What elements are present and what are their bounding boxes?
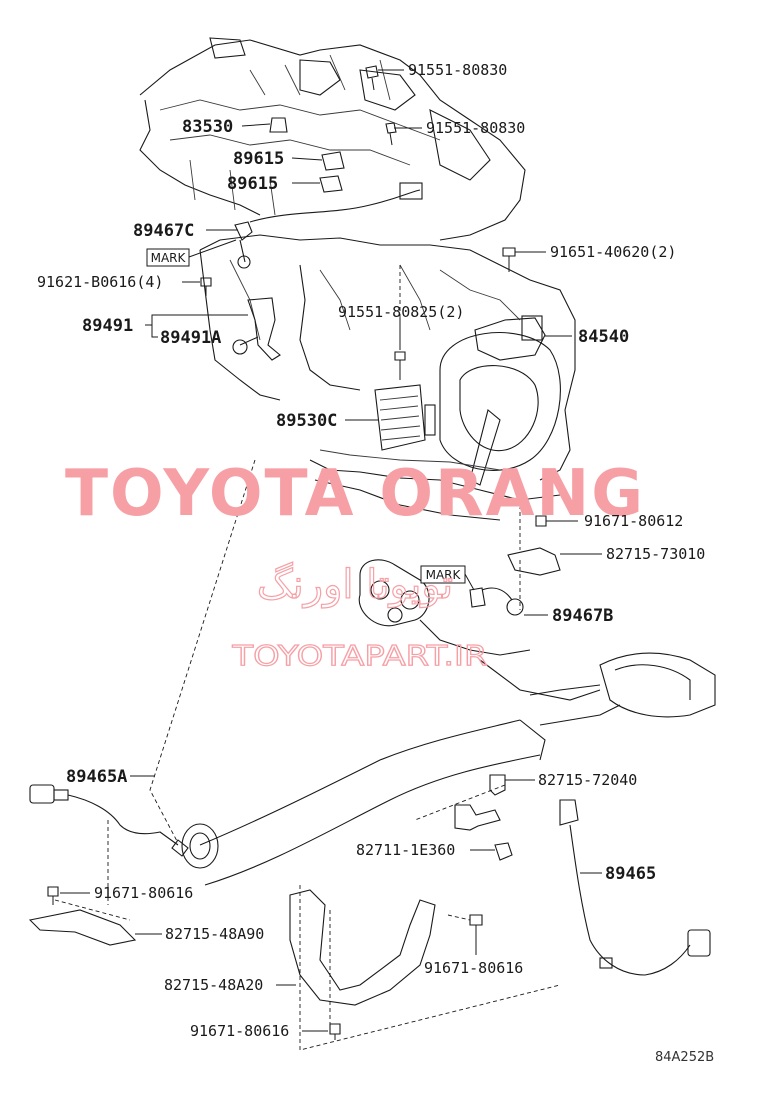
- engine-assembly-illustration: [139, 37, 576, 521]
- oxygen-sensor-89465-illustration: [454, 799, 711, 976]
- bolt-icon: [200, 277, 212, 296]
- bracket-82715-48A90-illustration: [28, 909, 137, 946]
- part-label: 89467C: [133, 221, 194, 241]
- bolt-icon: [469, 914, 483, 938]
- part-label: 91671-80612: [584, 512, 683, 530]
- knock-sensor-illustration: [269, 117, 345, 193]
- part-label: 91551-80830: [408, 61, 507, 79]
- part-label: 89615: [233, 149, 284, 169]
- part-label: 91671-80616: [94, 884, 193, 902]
- bolt-icon: [365, 65, 379, 91]
- watermark-url: TOYOTAPART.IR: [231, 639, 487, 672]
- part-label: 82715-48A20: [164, 976, 263, 994]
- part-label: 91651-40620(2): [550, 243, 676, 261]
- bolt-icons: [47, 65, 560, 1040]
- bolt-icon: [394, 351, 406, 380]
- clamp-82711-1E360-illustration: [494, 842, 513, 861]
- leader-lines: [60, 69, 602, 1032]
- diagram-code: 84A252B: [655, 1050, 714, 1065]
- part-labels: 91551-80830 91551-80830 83530 89615 8961…: [37, 61, 705, 1040]
- part-label: 83530: [182, 117, 233, 137]
- mark-label: MARK: [426, 568, 462, 582]
- part-label: 82715-73010: [606, 545, 705, 563]
- bolt-icon: [329, 1023, 341, 1040]
- assembly-dashed-lines: [54, 265, 561, 1051]
- bolt-icon: [47, 886, 59, 905]
- part-label: 89465: [605, 864, 656, 884]
- part-label: 91551-80830: [426, 119, 525, 137]
- oxygen-sensor-89467B-illustration: [469, 547, 561, 616]
- part-label: 91671-80616: [424, 959, 523, 977]
- bolt-icon: [385, 122, 397, 146]
- part-label: 91551-80825(2): [338, 303, 464, 321]
- part-label: 91671-80616: [190, 1022, 289, 1040]
- part-label: 82715-48A90: [165, 925, 264, 943]
- part-label: 84540: [578, 327, 629, 347]
- neutral-switch-84540-illustration: [474, 315, 546, 361]
- part-label: 82711-1E360: [356, 841, 455, 859]
- part-label: 82715-72040: [538, 771, 637, 789]
- mark-box-2: MARK: [420, 565, 475, 591]
- bolt-icon: [502, 247, 516, 272]
- part-label: 89491: [82, 316, 133, 336]
- ecu-module-illustration: [374, 384, 436, 451]
- part-label: 89467B: [552, 606, 613, 626]
- part-label: 89491A: [160, 328, 221, 348]
- exhaust-pipe-illustration: [181, 652, 716, 886]
- part-label: 89615: [227, 174, 278, 194]
- oxygen-sensor-89465A-illustration: [29, 784, 189, 857]
- small-clip-82715-72040-illustration: [489, 774, 506, 796]
- watermark-brand: TOYOTA ORANG: [65, 457, 645, 531]
- bracket-82715-48A20-illustration: [289, 889, 436, 1006]
- watermark: TOYOTA ORANG تویوتا اورنگ TOYOTAPART.IR: [65, 457, 645, 673]
- watermark-persian: تویوتا اورنگ: [257, 562, 453, 608]
- part-label: 89465A: [66, 767, 127, 787]
- part-label: 91621-B0616(4): [37, 273, 163, 291]
- mark-label: MARK: [151, 251, 187, 265]
- sensor-bracket-89491-illustration: [232, 297, 281, 361]
- oxygen-sensor-89467C-illustration: [234, 182, 423, 269]
- exhaust-manifold-illustration: [358, 559, 601, 701]
- mark-box-1: MARK: [146, 239, 237, 267]
- part-label: 89530C: [276, 411, 337, 431]
